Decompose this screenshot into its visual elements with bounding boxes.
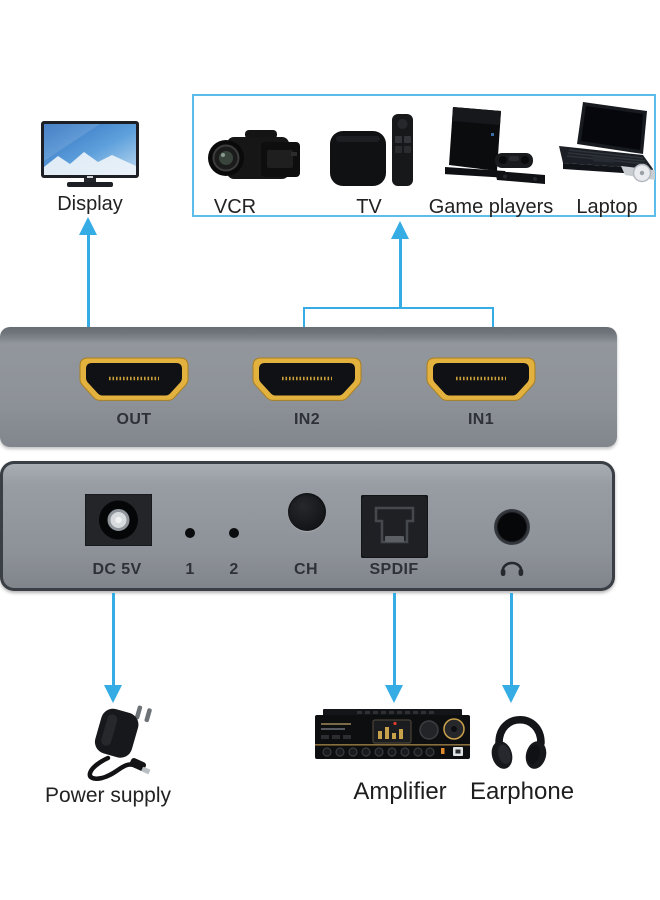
sources-box: VCR TV Game players [192, 94, 656, 218]
power-supply-label: Power supply [44, 784, 172, 807]
arrow-to-sources-line [399, 238, 402, 308]
spdif-optical-port [361, 495, 428, 558]
headphone-jack [494, 509, 530, 545]
hdmi-port-in1 [426, 357, 536, 401]
tv-label: TV [356, 196, 382, 218]
earphone-label: Earphone [469, 778, 575, 805]
bracket-left-drop [303, 307, 305, 329]
vcr-label: VCR [213, 196, 257, 218]
arrow-to-amplifier-line [393, 593, 396, 685]
amplifier-image [315, 709, 470, 759]
bracket-horizontal-line [303, 307, 494, 309]
led-indicator-1 [185, 528, 195, 538]
arrow-to-sources-head [391, 221, 409, 239]
laptop-label: Laptop [576, 196, 638, 218]
hdmi-switch-front-panel: OUT IN2 IN1 [0, 327, 617, 447]
tv-image [330, 114, 413, 186]
earphone-image [491, 716, 547, 769]
led-indicator-2 [229, 528, 239, 538]
dc-power-label: DC 5V [92, 561, 142, 578]
dc-power-jack [85, 494, 152, 546]
headphone-icon [500, 561, 524, 576]
channel-button-label: CH [294, 561, 318, 578]
arrow-to-amplifier-head [385, 685, 403, 703]
laptop-image [559, 102, 655, 183]
arrow-to-earphone-head [502, 685, 520, 703]
vcr-image [208, 130, 300, 179]
display-image [41, 121, 139, 187]
port-in2-label: IN2 [293, 411, 321, 428]
bracket-right-drop [492, 307, 494, 329]
port-in1-label: IN1 [467, 411, 495, 428]
arrow-to-display-line [87, 234, 90, 327]
display-label: Display [57, 193, 123, 215]
channel-select-button [288, 493, 326, 531]
hdmi-switch-back-panel: DC 5V 1 2 CH SPDIF [0, 461, 615, 591]
power-supply-image [87, 705, 152, 781]
led-2-label: 2 [229, 561, 239, 578]
port-out-label: OUT [116, 411, 152, 428]
hdmi-port-out [79, 357, 189, 401]
amplifier-label: Amplifier [353, 778, 447, 805]
arrow-to-display-head [79, 217, 97, 235]
game-players-label: Game players [428, 196, 554, 218]
game-players-image [445, 107, 545, 184]
arrow-to-power-line [112, 593, 115, 685]
arrow-to-earphone-line [510, 593, 513, 685]
arrow-to-power-head [104, 685, 122, 703]
spdif-label: SPDIF [369, 561, 419, 578]
hdmi-port-in2 [252, 357, 362, 401]
led-1-label: 1 [185, 561, 195, 578]
